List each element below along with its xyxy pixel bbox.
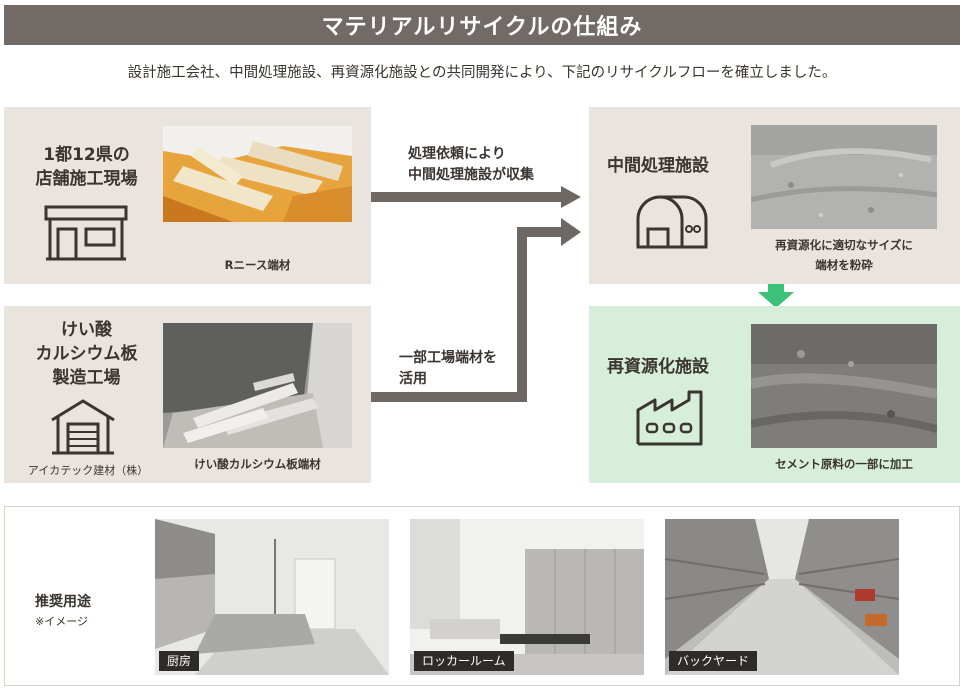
source-panel-store-sites: 1都12県の 店舗施工現場 Rニース端材 — [4, 107, 371, 284]
photo-calcium-silicate-scraps — [163, 323, 352, 448]
down-arrow — [757, 284, 795, 308]
plant-icon — [635, 390, 707, 446]
photo-cement-raw-material — [751, 324, 937, 448]
photo-caption-rnice: Rニース端材 — [224, 258, 291, 272]
usage-photo-backyard: バックヤード — [665, 519, 899, 675]
facility-title-intermediate: 中間処理施設 — [607, 156, 709, 176]
page-subtitle: 設計施工会社、中間処理施設、再資源化施設との共同開発により、下記のリサイクルフロ… — [127, 65, 837, 81]
flow-label-factory-scraps: 一部工場端材を 活用 — [399, 350, 497, 387]
usage-panel: 推奨用途 ※イメージ 厨房 ロッカールーム — [4, 506, 960, 686]
facility-panel-intermediate: 中間処理施設 再資源化に適切なサイズに 端材を粉砕 — [589, 107, 960, 284]
usage-photo-label-backyard: バックヤード — [669, 651, 758, 671]
photo-rnice-scraps — [163, 126, 352, 222]
photo-caption-calcium-silicate: けい酸カルシウム板端材 — [194, 457, 321, 471]
facility-caption-recycling: セメント原料の一部に加工 — [775, 457, 913, 471]
usage-photo-locker-room: ロッカールーム — [410, 519, 644, 675]
factory-garage-icon — [50, 398, 116, 456]
facility-title-recycling: 再資源化施設 — [607, 357, 709, 377]
warehouse-icon — [635, 193, 709, 249]
facility-caption-intermediate: 再資源化に適切なサイズに 端材を粉砕 — [775, 238, 913, 272]
store-icon — [44, 205, 128, 261]
source-title-store-sites: 1都12県の 店舗施工現場 — [35, 145, 138, 189]
usage-photo-label-locker-room: ロッカールーム — [414, 651, 514, 671]
usage-label: 推奨用途 — [35, 594, 91, 610]
flow-arrows — [371, 180, 587, 410]
facility-panel-recycling: 再資源化施設 セメント原料の一部に加工 — [589, 306, 960, 483]
source-panel-factory: けい酸 カルシウム板 製造工場 アイカテック建材（株） けい酸カルシウム板端材 — [4, 306, 371, 483]
company-name: アイカテック建材（株） — [27, 464, 149, 477]
usage-photo-kitchen: 厨房 — [155, 519, 389, 675]
photo-crushed-material — [751, 125, 937, 229]
flow-label-collection: 処理依頼により 中間処理施設が収集 — [408, 146, 534, 183]
source-title-factory: けい酸 カルシウム板 製造工場 — [35, 320, 138, 388]
page-title: マテリアルリサイクルの仕組み — [4, 5, 960, 45]
usage-note: ※イメージ — [35, 615, 88, 628]
usage-photo-label-kitchen: 厨房 — [159, 651, 200, 671]
